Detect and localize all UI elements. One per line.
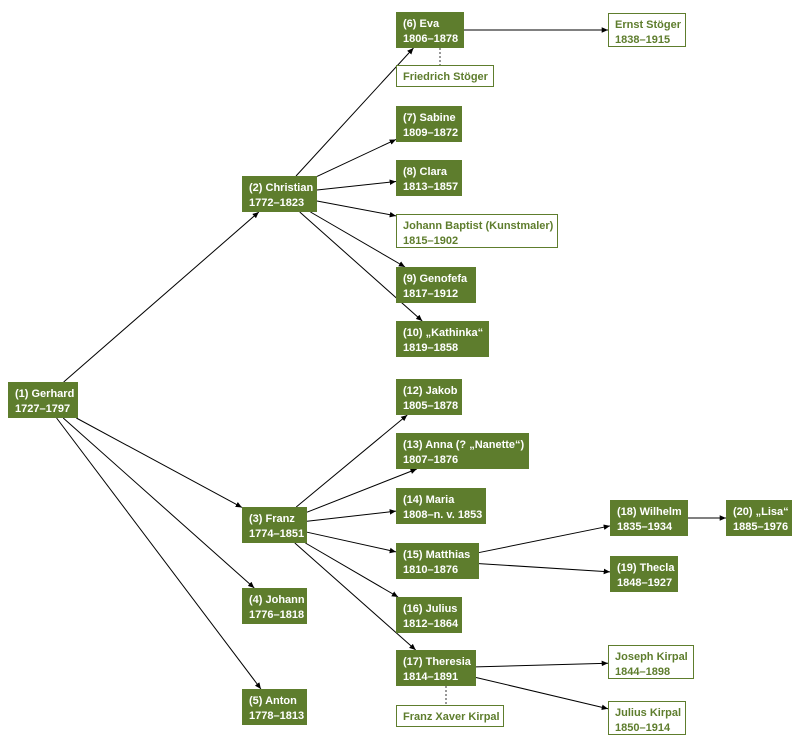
node-dates: 1850–1914 — [615, 722, 671, 734]
edge-gerhard-franz — [76, 417, 243, 508]
node-christian: (2) Christian 1772–1823 — [242, 176, 317, 212]
node-ernst-stoeger: Ernst Stöger 1838–1915 — [608, 13, 686, 47]
node-name: (15) Matthias — [403, 549, 471, 561]
node-name: (6) Eva — [403, 18, 440, 30]
node-name: (17) Theresia — [403, 656, 471, 668]
node-dates: 1812–1864 — [403, 618, 459, 630]
edge-gerhard-johann — [62, 417, 255, 589]
node-name: (19) Thecla — [617, 562, 675, 574]
node-name: (4) Johann — [249, 594, 305, 606]
node-dates: 1778–1813 — [249, 710, 305, 722]
node-name: Friedrich Stöger — [403, 71, 488, 83]
node-name: (14) Maria — [403, 494, 455, 506]
edge-franz-matthias — [306, 531, 397, 554]
node-name: (5) Anton — [249, 695, 297, 707]
edge-christian-sabine — [316, 138, 397, 177]
node-name: (12) Jakob — [403, 385, 458, 397]
node-dates: 1805–1878 — [403, 400, 459, 412]
node-dates: 1807–1876 — [403, 454, 459, 466]
node-dates: 1806–1878 — [403, 33, 459, 45]
node-wilhelm: (18) Wilhelm 1835–1934 — [610, 500, 688, 536]
node-dates: 1819–1858 — [403, 342, 459, 354]
node-julius-kirpal: Julius Kirpal 1850–1914 — [608, 701, 686, 735]
node-matthias: (15) Matthias 1810–1876 — [396, 543, 479, 579]
node-name: (20) „Lisa“ — [733, 506, 789, 518]
node-sabine: (7) Sabine 1809–1872 — [396, 106, 462, 142]
node-name: (1) Gerhard — [15, 388, 75, 400]
node-dates: 1848–1927 — [617, 577, 673, 589]
node-name: (2) Christian — [249, 182, 314, 194]
node-dates: 1809–1872 — [403, 127, 459, 139]
edge-franz-anna — [306, 468, 417, 513]
edge-christian-eva — [295, 47, 414, 177]
node-dates: 1772–1823 — [249, 197, 305, 209]
edge-matthias-wilhelm — [478, 524, 611, 554]
node-dates: 1815–1902 — [403, 235, 459, 247]
node-name: (16) Julius — [403, 603, 458, 615]
node-johann: (4) Johann 1776–1818 — [242, 588, 307, 624]
node-dates: 1838–1915 — [615, 34, 671, 46]
node-theresia: (17) Theresia 1814–1891 — [396, 650, 476, 686]
node-maria: (14) Maria 1808–n. v. 1853 — [396, 488, 486, 524]
node-johann-baptist: Johann Baptist (Kunstmaler) 1815–1902 — [396, 214, 558, 248]
edge-gerhard-christian — [63, 211, 260, 383]
node-name: (7) Sabine — [403, 112, 456, 124]
node-eva: (6) Eva 1806–1878 — [396, 12, 464, 48]
node-dates: 1813–1857 — [403, 181, 459, 193]
edge-matthias-thecla — [478, 563, 611, 575]
node-name: (9) Genofefa — [403, 273, 468, 285]
node-joseph-kirpal: Joseph Kirpal 1844–1898 — [608, 645, 694, 679]
node-dates: 1814–1891 — [403, 671, 459, 683]
node-clara: (8) Clara 1813–1857 — [396, 160, 462, 196]
edge-franz-maria — [306, 509, 397, 522]
node-thecla: (19) Thecla 1848–1927 — [610, 556, 678, 592]
node-franz: (3) Franz 1774–1851 — [242, 507, 307, 543]
edge-christian-clara — [316, 179, 397, 191]
edge-gerhard-anton — [56, 417, 262, 690]
node-kathinka: (10) „Kathinka“ 1819–1858 — [396, 321, 489, 357]
node-dates: 1808–n. v. 1853 — [403, 509, 483, 521]
node-anna: (13) Anna (? „Nanette“) 1807–1876 — [396, 433, 529, 469]
edge-franz-julius — [305, 542, 399, 598]
node-dates: 1844–1898 — [615, 666, 671, 678]
node-name: (13) Anna (? „Nanette“) — [403, 439, 525, 451]
node-julius: (16) Julius 1812–1864 — [396, 597, 462, 633]
node-dates: 1835–1934 — [617, 521, 673, 533]
edge-christian-genofefa — [310, 211, 406, 268]
node-gerhard: (1) Gerhard 1727–1797 — [8, 382, 78, 418]
node-genofefa: (9) Genofefa 1817–1912 — [396, 267, 476, 303]
node-dates: 1885–1976 — [733, 521, 789, 533]
node-anton: (5) Anton 1778–1813 — [242, 689, 307, 725]
edge-christian-johannb — [316, 200, 397, 218]
node-lisa: (20) „Lisa“ 1885–1976 — [726, 500, 792, 536]
node-franz-xaver-kirpal: Franz Xaver Kirpal — [396, 705, 504, 727]
node-dates: 1774–1851 — [249, 528, 305, 540]
node-name: Joseph Kirpal — [615, 651, 688, 663]
node-friedrich-stoeger: Friedrich Stöger — [396, 65, 494, 87]
node-name: Johann Baptist (Kunstmaler) — [403, 220, 554, 232]
node-dates: 1727–1797 — [15, 403, 71, 415]
node-dates: 1810–1876 — [403, 564, 459, 576]
edge-franz-jakob — [295, 414, 408, 508]
edge-theresia-josephk — [475, 660, 609, 668]
node-name: Ernst Stöger — [615, 19, 682, 31]
node-name: Julius Kirpal — [615, 707, 682, 719]
node-jakob: (12) Jakob 1805–1878 — [396, 379, 462, 415]
node-name: Franz Xaver Kirpal — [403, 711, 500, 723]
node-name: (10) „Kathinka“ — [403, 327, 484, 339]
node-dates: 1817–1912 — [403, 288, 459, 300]
node-name: (18) Wilhelm — [617, 506, 682, 518]
edge-theresia-juliusk — [475, 676, 609, 711]
node-dates: 1776–1818 — [249, 609, 305, 621]
edge-franz-theresia — [294, 542, 417, 651]
node-name: (8) Clara — [403, 166, 448, 178]
node-name: (3) Franz — [249, 513, 295, 525]
